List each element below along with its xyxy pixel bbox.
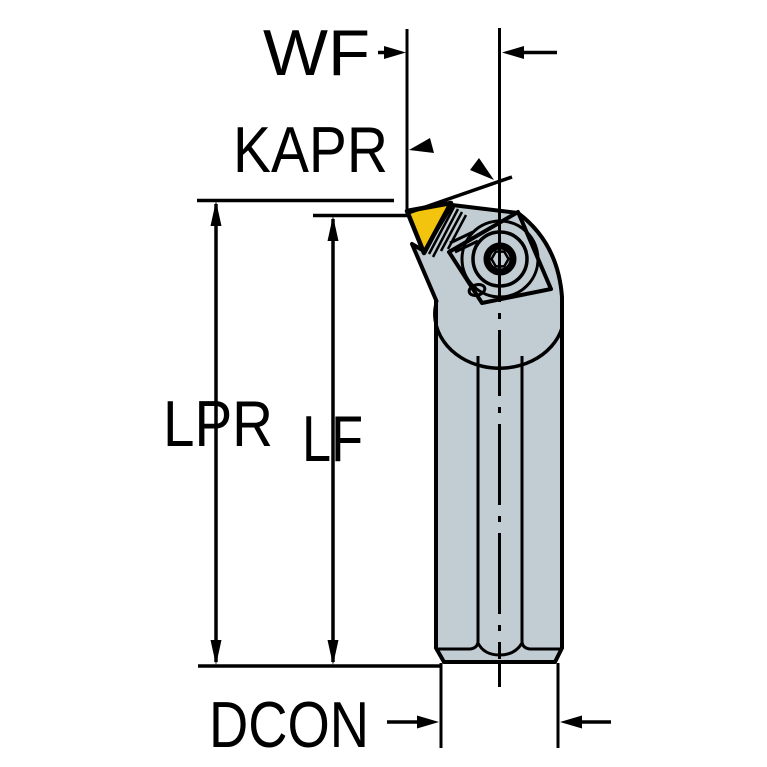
shank-groove-line-left — [438, 356, 480, 651]
screw-socket-hex — [490, 250, 510, 268]
lpr-label: LPR — [163, 387, 273, 460]
kapr-label: KAPR — [233, 113, 388, 186]
cutting-edge-extension-line — [407, 175, 513, 215]
dimension-lpr: LPR — [163, 198, 394, 665]
dimension-lf: LF — [302, 213, 407, 665]
lpr-arrow-top — [210, 201, 222, 226]
dimension-kapr: KAPR — [233, 113, 513, 215]
insert-serration-line-3 — [439, 211, 464, 252]
wf-label: WF — [263, 16, 370, 89]
wf-arrow-right-head — [502, 46, 524, 59]
insert-serration-line-1 — [427, 206, 456, 255]
dcon-arrow-right-head — [560, 715, 582, 729]
lpr-arrow-bottom — [210, 640, 222, 665]
dcon-arrow-left-head — [417, 715, 439, 729]
kapr-arrowhead-edge-side — [470, 158, 494, 180]
insert — [404, 200, 468, 258]
neck-arc — [433, 299, 564, 371]
clamp-accent-line-2 — [454, 239, 479, 254]
kapr-arrowhead-vertical-side — [409, 138, 434, 153]
insert-serration-line-4 — [446, 214, 468, 250]
wf-arrow-left-head — [384, 46, 406, 59]
lf-arrow-bottom — [327, 640, 339, 665]
dimension-wf: WF — [263, 16, 557, 213]
clamp-pin-hole — [467, 283, 487, 297]
lf-arrow-top — [327, 216, 339, 241]
dimension-dcon: DCON — [209, 663, 611, 761]
insert-serration-line-2 — [431, 208, 460, 258]
dcon-label: DCON — [209, 688, 369, 761]
shank-groove-line-right — [520, 356, 560, 651]
clamp-accent-line-1 — [449, 230, 474, 245]
lf-label: LF — [302, 402, 363, 475]
tool-body — [410, 203, 564, 664]
